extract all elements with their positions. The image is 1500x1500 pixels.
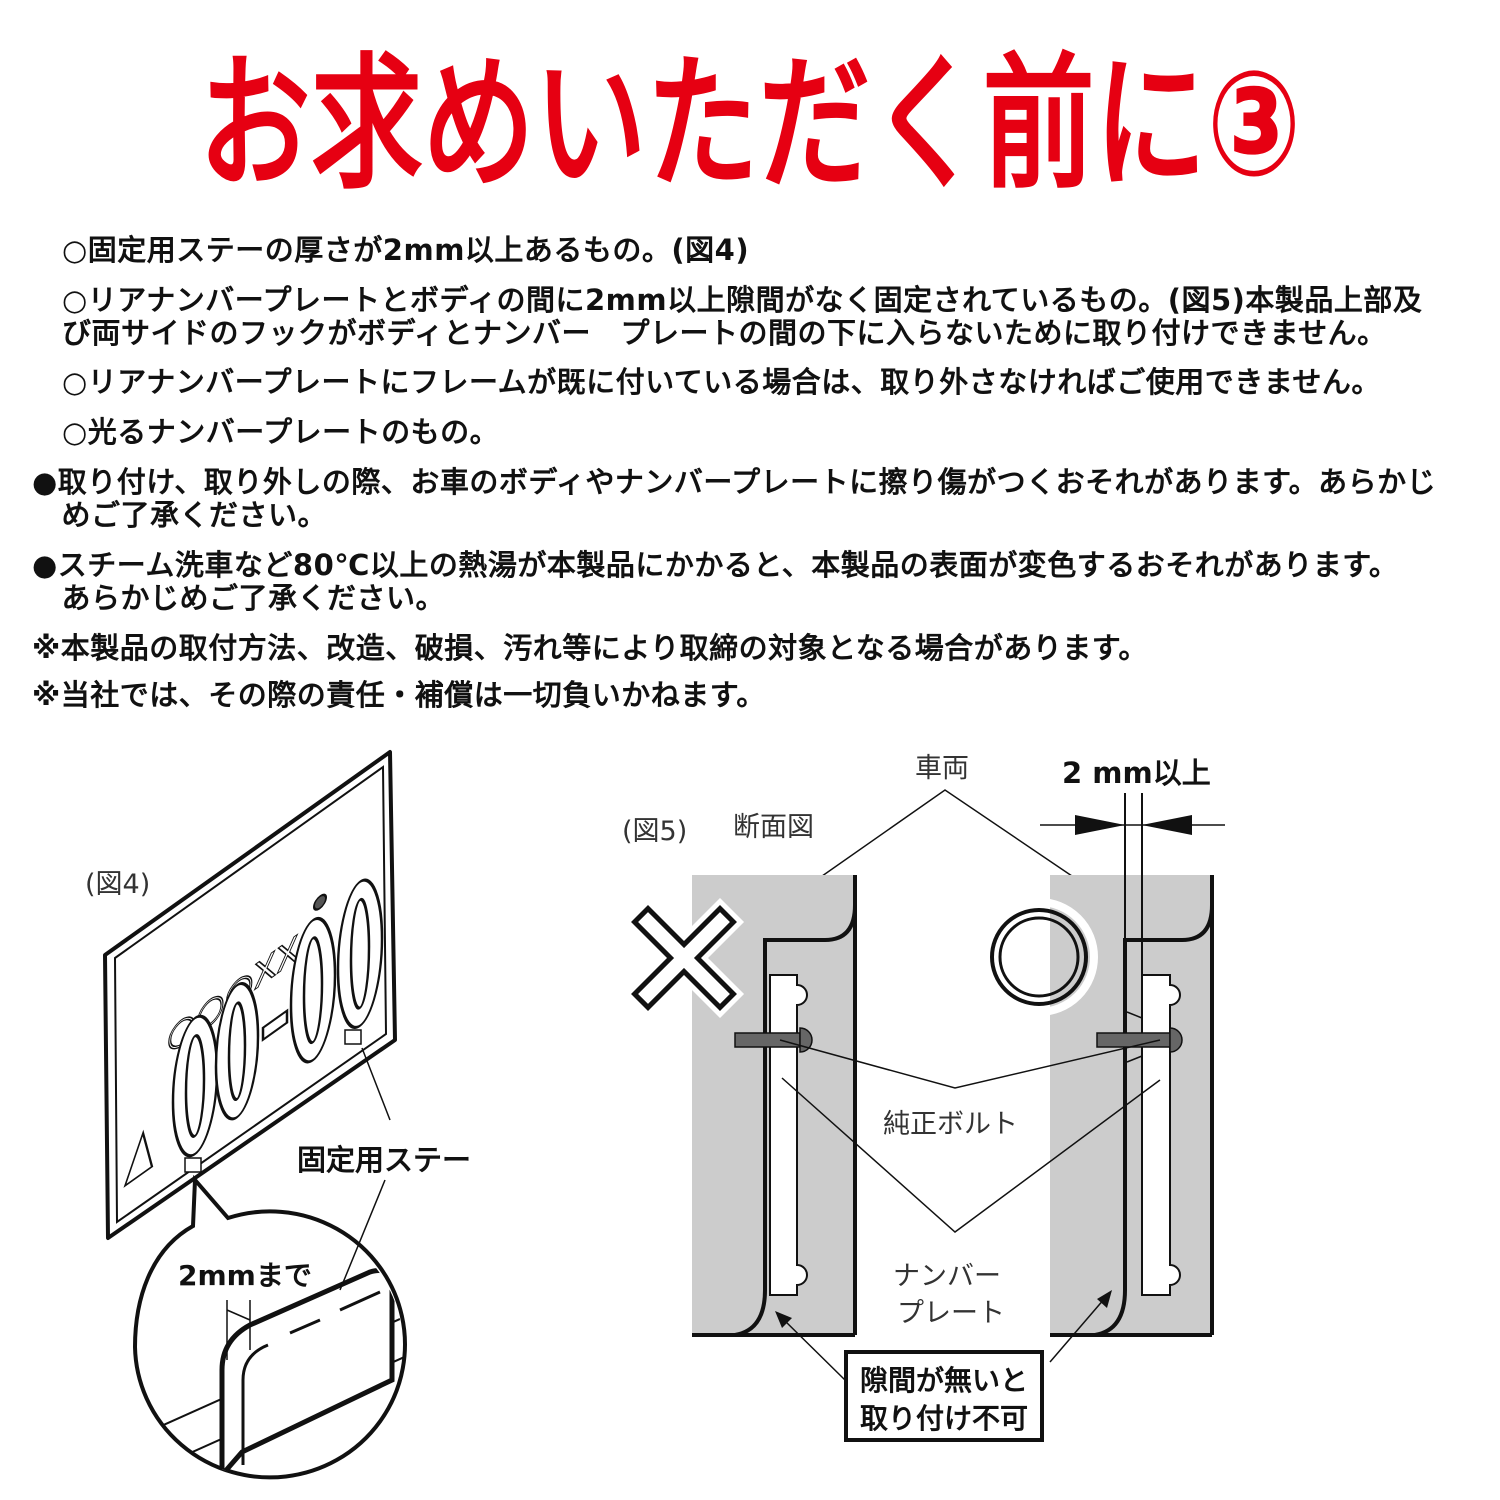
- plate-number: [171, 878, 384, 1158]
- warning-line-2: 取り付け不可: [860, 1402, 1028, 1435]
- section-label: 断面図: [733, 812, 814, 843]
- condition-2: ○リアナンバープレートとボディの間に2mm以上隙間がなく固定されているもの。(図…: [62, 283, 1423, 317]
- page-title: お求めいただく前に③: [198, 40, 1302, 210]
- number-plate-ng: [769, 974, 808, 1296]
- fig5-label: (図5): [622, 816, 687, 847]
- figure-4: (図4) ○○○XX: [85, 750, 471, 1480]
- bolt-label: 純正ボルト: [883, 1109, 1018, 1140]
- caution-1: ●取り付け、取り外しの際、お車のボディやナンバープレートに擦り傷がつくおそれがあ…: [32, 465, 1437, 499]
- fig4-label: (図4): [85, 869, 150, 900]
- plate-label-1: ナンバー: [893, 1261, 1001, 1292]
- bolt-ng: [734, 1032, 801, 1048]
- nut-icon: [313, 893, 327, 911]
- caution-1-cont: めご了承ください。: [32, 498, 328, 532]
- plate-hiragana-triangle: [123, 1129, 154, 1188]
- condition-1: ○固定用ステーの厚さが2mm以上あるもの。(図4): [62, 233, 750, 267]
- condition-2-cont: び両サイドのフックがボディとナンバー プレートの間の下に入らないために取り付けで…: [62, 316, 1387, 350]
- warning-box: [844, 1350, 1044, 1442]
- caution-2: ●スチーム洗車など80℃以上の熱湯が本製品にかかると、本製品の表面が変色するおそ…: [32, 548, 1399, 582]
- number-plate-ok: [1141, 974, 1181, 1296]
- note-1: ※本製品の取付方法、改造、破損、汚れ等により取締の対象となる場合があります。: [32, 631, 1148, 665]
- condition-3: ○リアナンバープレートにフレームが既に付いている場合は、取り外さなければご使用で…: [62, 365, 1381, 399]
- ng-mark-icon: [623, 897, 745, 1019]
- vehicle-label: 車両: [915, 753, 969, 784]
- warning-line-1: 隙間が無いと: [860, 1364, 1028, 1397]
- note-2: ※当社では、その際の責任・補償は一切負いかねます。: [32, 678, 766, 712]
- ok-mark-icon: [980, 898, 1098, 1016]
- caution-2-cont: あらかじめご了承ください。: [32, 581, 446, 615]
- gap-dimension-label: 2 mm以上: [1062, 756, 1211, 790]
- condition-4: ○光るナンバープレートのもの。: [62, 415, 500, 449]
- fig4-gap-label: 2mmまで: [178, 1259, 312, 1292]
- stay-label: 固定用ステー: [297, 1143, 471, 1177]
- plate-label-2: プレート: [897, 1298, 1005, 1329]
- figure-5: (図5) 断面図 車両: [622, 753, 1225, 1442]
